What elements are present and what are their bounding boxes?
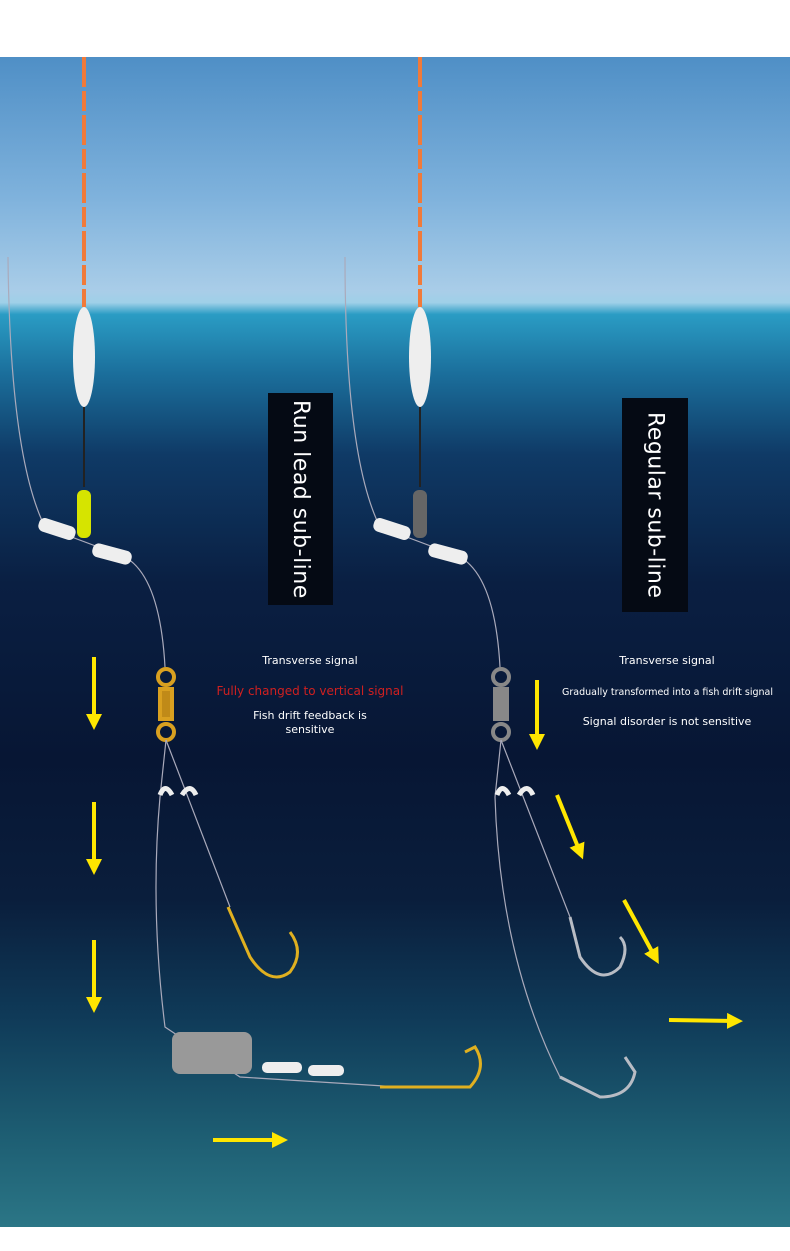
left-note-feedback: Fish drift feedback is sensitive bbox=[253, 709, 367, 736]
signal-arrows bbox=[86, 657, 743, 1148]
lead-weight bbox=[172, 1032, 252, 1074]
left-rig-title: Run lead sub-line bbox=[268, 393, 333, 605]
left-hook-lower bbox=[380, 1045, 482, 1089]
left-note-transverse: Transverse signal bbox=[262, 654, 358, 667]
left-stopper bbox=[77, 490, 91, 538]
left-swivel bbox=[156, 667, 176, 742]
right-rig-title: Regular sub-line bbox=[622, 398, 688, 612]
right-note-transverse: Transverse signal bbox=[619, 654, 715, 667]
right-stopper bbox=[413, 490, 427, 538]
arrow-diagonal bbox=[555, 794, 585, 860]
right-swivel bbox=[491, 667, 511, 742]
left-note-vertical: Fully changed to vertical signal bbox=[216, 684, 404, 698]
underwater-scene: Run lead sub-line Regular sub-line Trans… bbox=[0, 57, 790, 1227]
left-float bbox=[73, 57, 95, 538]
right-note-gradual: Gradually transformed into a fish drift … bbox=[562, 687, 773, 698]
arrow-right bbox=[668, 1012, 743, 1029]
rig-illustration bbox=[7, 57, 743, 1148]
arrow-diagonal bbox=[622, 899, 659, 965]
right-float bbox=[409, 57, 431, 538]
right-note-disorder: Signal disorder is not sensitive bbox=[582, 715, 752, 728]
right-hook-upper bbox=[568, 916, 627, 977]
right-hook-lower bbox=[559, 1056, 637, 1099]
left-hook-upper bbox=[226, 906, 299, 979]
